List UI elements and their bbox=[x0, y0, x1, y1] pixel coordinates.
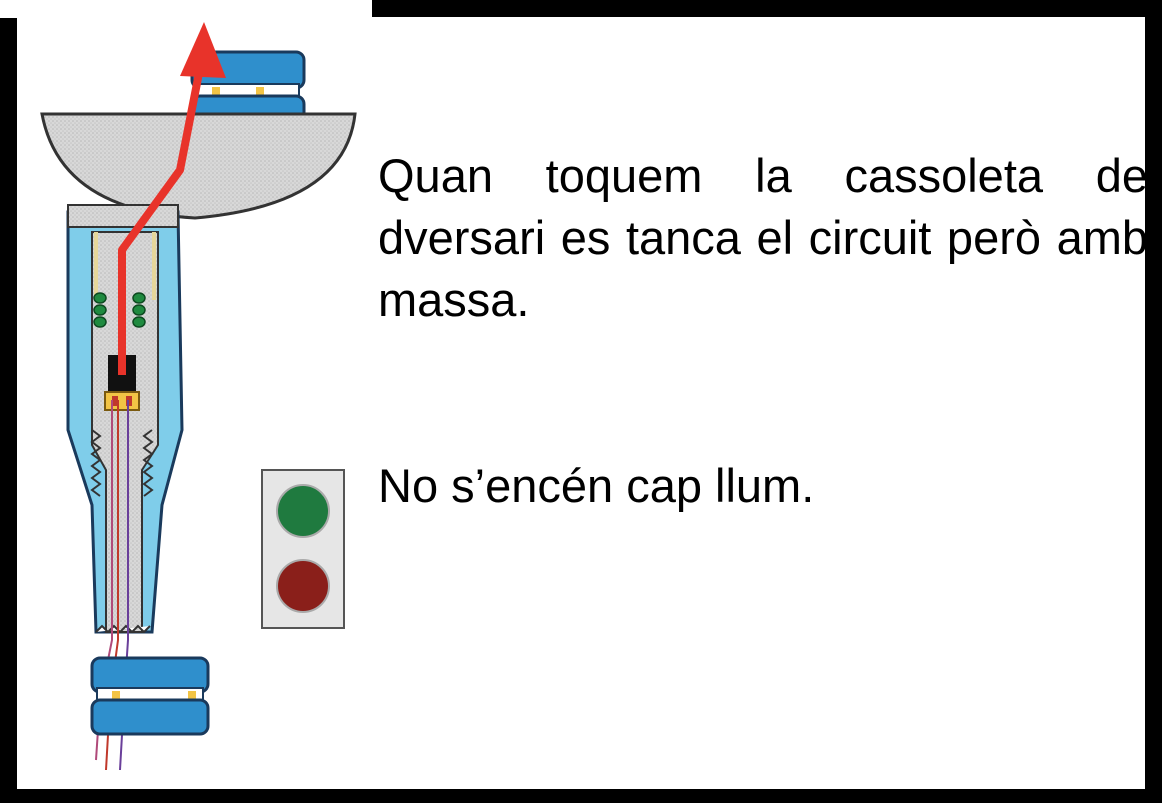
paragraph-touch-guard: Quan toquem la cassoleta de dversari es … bbox=[378, 149, 1148, 326]
bell-guard bbox=[40, 112, 357, 220]
current-arrow bbox=[118, 22, 226, 375]
handle-body bbox=[66, 204, 184, 634]
bottom-connector bbox=[90, 656, 210, 736]
green-light bbox=[276, 484, 330, 538]
frame-gap bbox=[0, 0, 372, 18]
red-light bbox=[276, 559, 330, 613]
indicator-lights bbox=[261, 469, 345, 629]
paragraph-no-light: No s’encén cap llum. bbox=[378, 459, 815, 512]
explanation-text: Quan toquem la cassoleta de dversari es … bbox=[378, 145, 1148, 517]
